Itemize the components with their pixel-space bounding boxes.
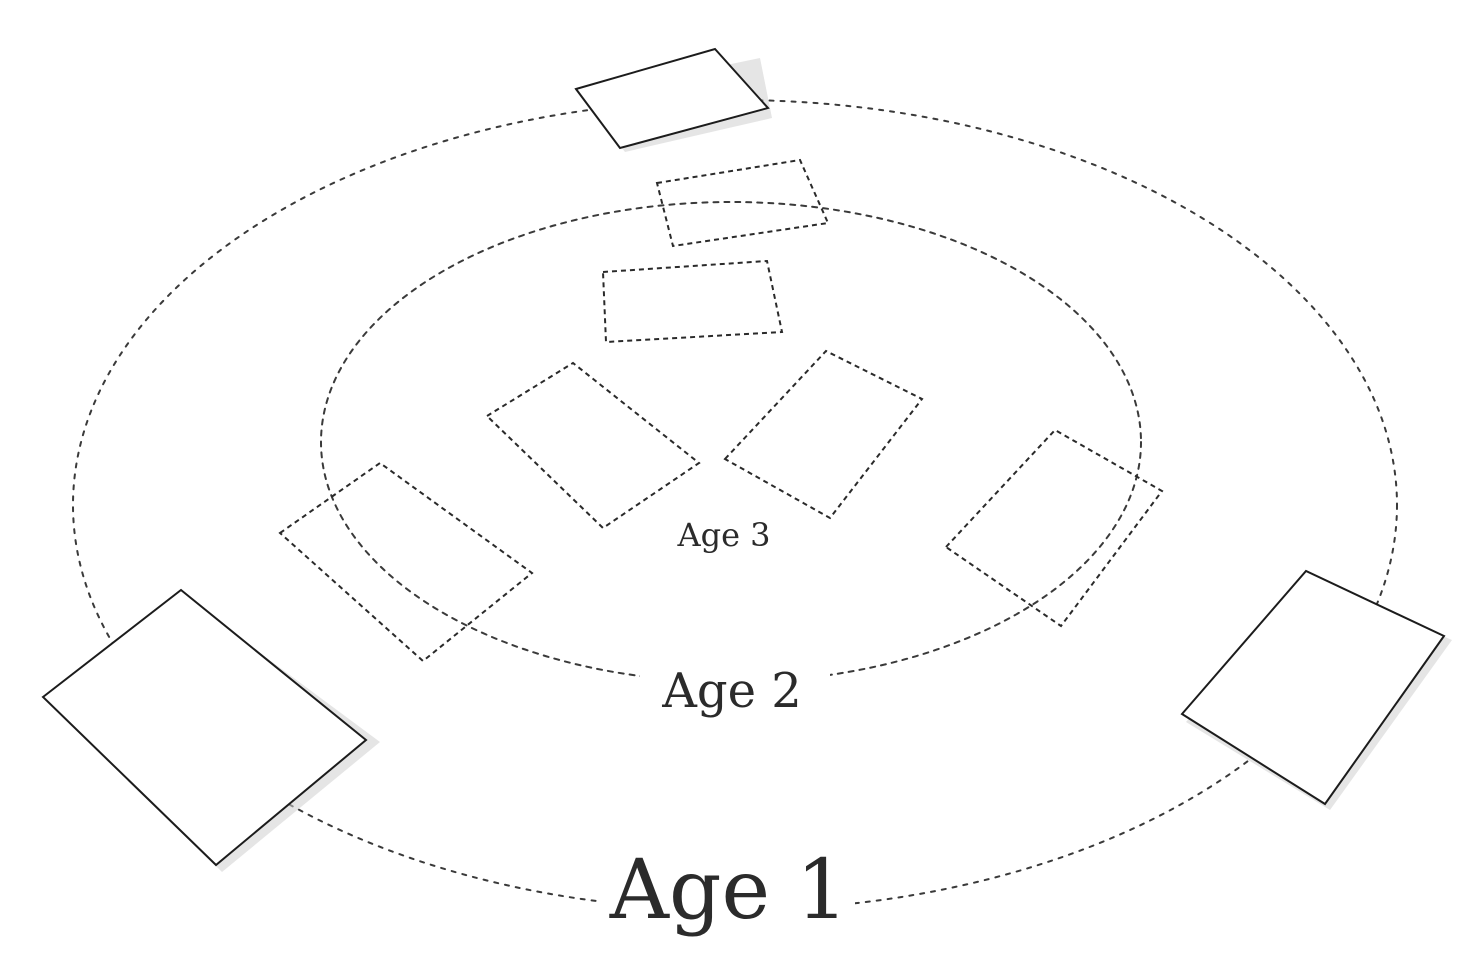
slot-card-right xyxy=(944,428,1164,628)
card-top xyxy=(574,47,770,150)
age-2-label: Age 2 xyxy=(661,663,802,719)
slot-card-center-left xyxy=(485,361,701,530)
card-bottom-left xyxy=(41,588,368,867)
slot-card-top-2 xyxy=(601,259,784,344)
age-3-label: Age 3 xyxy=(676,516,770,554)
slot-card-left xyxy=(278,461,534,663)
slot-card-center-right xyxy=(723,349,924,520)
age-1-label-gap xyxy=(600,842,855,952)
age-2-label-gap xyxy=(640,652,830,714)
card-bottom-right xyxy=(1180,569,1446,806)
age-2-ring xyxy=(320,201,1142,683)
age-1-label: Age 1 xyxy=(609,843,848,938)
